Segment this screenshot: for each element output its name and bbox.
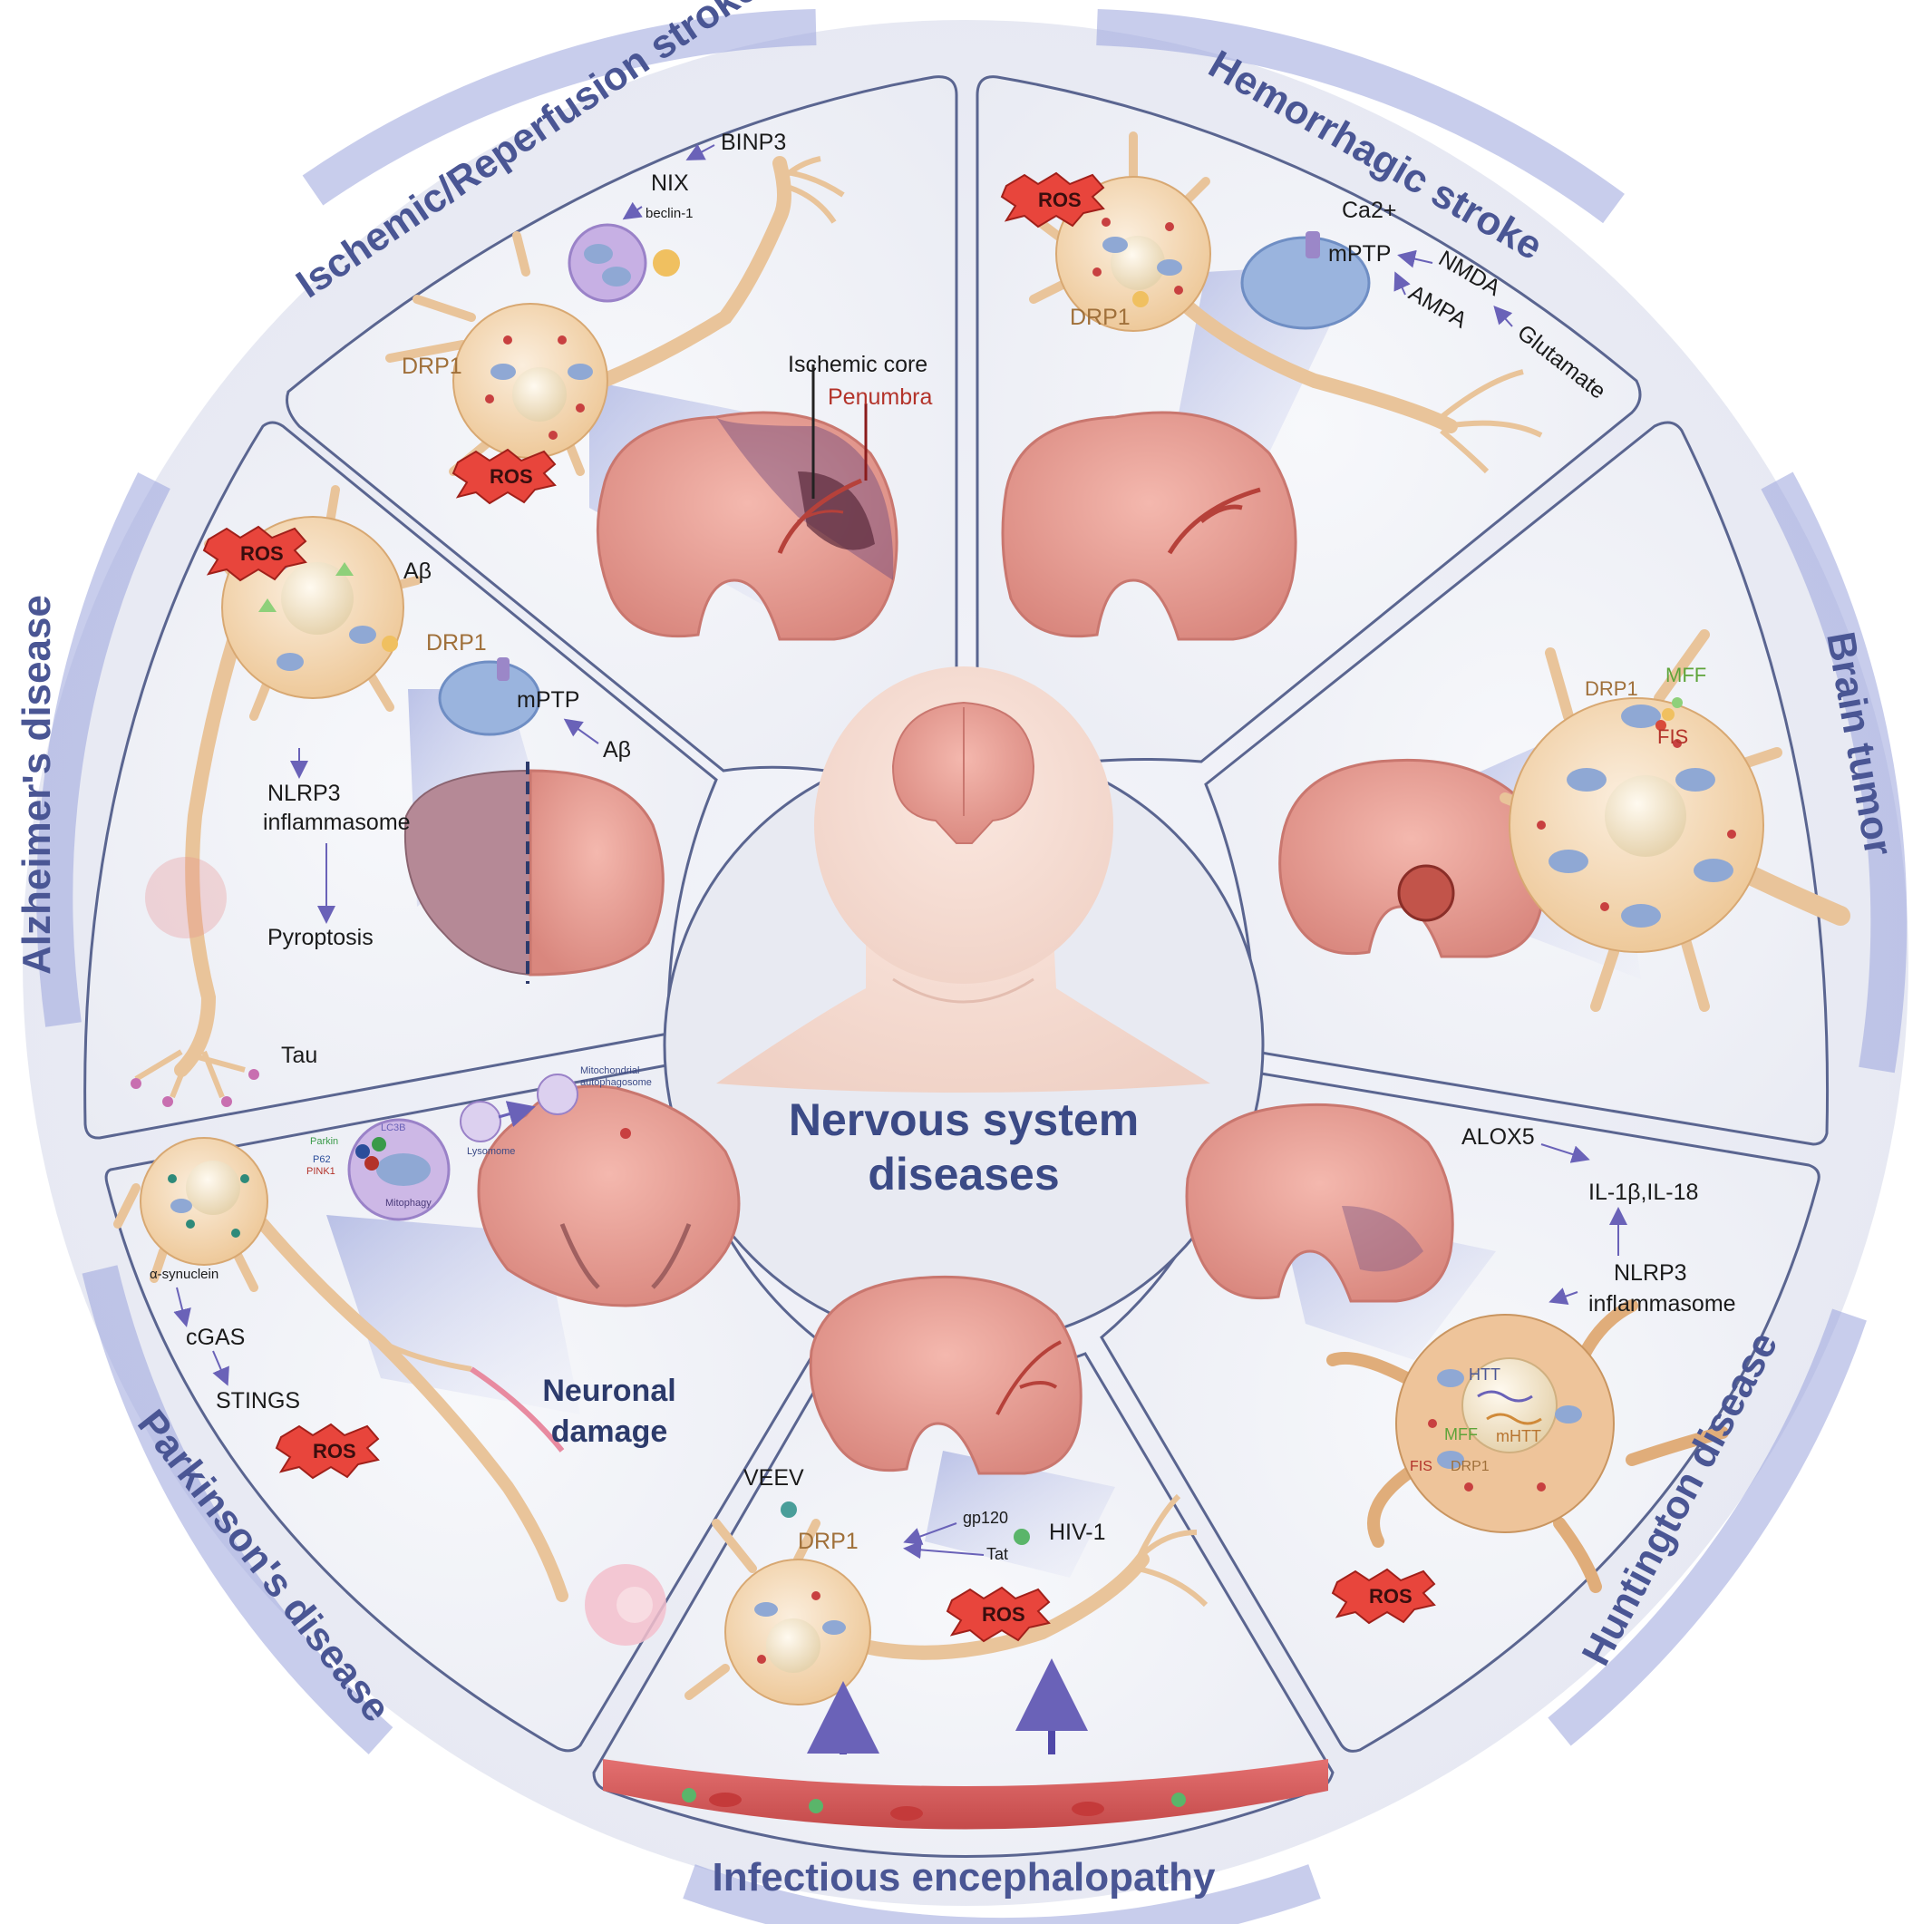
label-nlrp3: NLRP3 xyxy=(267,781,341,806)
label-mito-auto-2: autophagosome xyxy=(580,1077,652,1088)
label-htt: HTT xyxy=(1469,1365,1500,1384)
parkinson-content: Parkin LC3B P62 PINK1 Mitophagy Lysomome… xyxy=(113,1065,741,1646)
label-drp1: DRP1 xyxy=(798,1529,859,1554)
label-pink1: PINK1 xyxy=(306,1166,335,1177)
label-p62: P62 xyxy=(313,1154,331,1165)
infectious-neuron xyxy=(684,1493,1209,1754)
label-stings: STINGS xyxy=(216,1388,300,1414)
autophagosome xyxy=(568,223,680,303)
label-il: IL-1β,IL-18 xyxy=(1588,1180,1698,1205)
label-ca: Ca2+ xyxy=(1342,198,1396,223)
title-infectious: Infectious encephalopathy xyxy=(713,1855,1217,1900)
label-inflammasome: inflammasome xyxy=(263,810,411,835)
label-parkin: Parkin xyxy=(310,1136,338,1147)
ros-badge: ROS xyxy=(946,1586,1051,1643)
label-mhtt: mHTT xyxy=(1496,1427,1541,1445)
infectious-content: VEEV DRP1 gp120 Tat HIV-1 ROS xyxy=(603,1275,1328,1830)
svg-text:ROS: ROS xyxy=(313,1440,356,1462)
label-drp1: DRP1 xyxy=(1585,677,1638,700)
ischemic-brain xyxy=(596,411,898,641)
label-hiv: HIV-1 xyxy=(1049,1520,1106,1545)
hemorrhagic-neuron xyxy=(1029,131,1543,474)
huntington-neuron xyxy=(1326,1299,1729,1593)
label-binp3: BINP3 xyxy=(721,130,786,155)
center-title-line2: diseases xyxy=(868,1149,1059,1200)
alzheimer-content: ROS Aβ DRP1 mPTP Aβ NLRP3 inflammasome P… xyxy=(131,485,665,1107)
ros-badge: ROS xyxy=(1000,171,1105,228)
label-lysosome: Lysomome xyxy=(467,1146,515,1157)
label-mitophagy: Mitophagy xyxy=(385,1198,432,1209)
ros-badge: ROS xyxy=(1331,1568,1436,1625)
label-lc3b: LC3B xyxy=(381,1122,406,1133)
ros-badge: ROS xyxy=(202,525,307,582)
label-fis: FIS xyxy=(1657,725,1688,748)
label-tat: Tat xyxy=(986,1545,1008,1563)
svg-text:ROS: ROS xyxy=(1038,189,1082,211)
title-alzheimer: Alzheimer's disease xyxy=(15,595,59,975)
hemorrhagic-brain xyxy=(1001,411,1297,641)
label-drp1: DRP1 xyxy=(1451,1459,1490,1474)
label-gp120: gp120 xyxy=(963,1509,1008,1527)
label-cgas: cGAS xyxy=(186,1325,245,1350)
head-illustration xyxy=(716,666,1210,1093)
parkinson-neuron xyxy=(113,1137,666,1646)
label-tau: Tau xyxy=(281,1043,317,1068)
ischemic-content: BINP3 NIX beclin-1 DRP1 ROS Ischemic cor… xyxy=(385,130,932,641)
tumor-neuron xyxy=(1500,629,1850,1012)
label-inflammasome: inflammasome xyxy=(1588,1291,1736,1317)
mitochondrion xyxy=(1240,231,1371,330)
label-abeta-1: Aβ xyxy=(403,559,432,584)
ros-badge: ROS xyxy=(451,448,557,505)
tumor-brain xyxy=(1278,758,1545,958)
center-title-line1: Nervous system xyxy=(789,1094,1139,1145)
label-alox5: ALOX5 xyxy=(1461,1124,1535,1150)
label-nix: NIX xyxy=(651,170,689,196)
alzheimer-brain xyxy=(403,762,665,984)
mitochondrion xyxy=(438,657,541,736)
ischemic-neuron xyxy=(385,156,845,476)
label-drp1: DRP1 xyxy=(1070,305,1131,330)
svg-text:ROS: ROS xyxy=(490,465,533,488)
label-ischemic-core: Ischemic core xyxy=(788,352,927,377)
label-fis: FIS xyxy=(1410,1459,1432,1474)
label-mff: MFF xyxy=(1665,664,1706,686)
label-drp1: DRP1 xyxy=(426,630,487,656)
label-veev: VEEV xyxy=(743,1465,804,1491)
label-neuronal: Neuronal xyxy=(542,1374,675,1408)
mitophagy xyxy=(347,1074,578,1221)
label-mito-auto-1: Mitochondrial xyxy=(580,1065,639,1076)
blood-vessel xyxy=(603,1759,1328,1830)
label-mptp: mPTP xyxy=(1328,241,1391,267)
label-mff: MFF xyxy=(1444,1425,1478,1443)
svg-text:ROS: ROS xyxy=(1369,1585,1413,1608)
label-abeta-2: Aβ xyxy=(603,737,631,763)
label-penumbra: Penumbra xyxy=(828,384,932,410)
label-mptp: mPTP xyxy=(517,687,579,713)
huntington-content: ALOX5 IL-1β,IL-18 NLRP3 inflammasome HTT… xyxy=(1185,1103,1736,1625)
svg-text:ROS: ROS xyxy=(240,542,284,565)
label-pyroptosis: Pyroptosis xyxy=(267,925,374,950)
label-asyn: α-synuclein xyxy=(150,1267,218,1282)
svg-text:ROS: ROS xyxy=(982,1603,1025,1626)
label-nlrp3: NLRP3 xyxy=(1614,1260,1687,1286)
label-damage: damage xyxy=(551,1414,668,1449)
brainstem-section xyxy=(477,1084,741,1307)
tumor-content: DRP1 MFF FIS xyxy=(1278,629,1850,1012)
infectious-brain xyxy=(809,1275,1083,1475)
ros-badge: ROS xyxy=(275,1423,380,1480)
huntington-brain xyxy=(1185,1103,1454,1303)
hemorrhagic-content: ROS Ca2+ mPTP NMDA AMPA Glutamate DRP1 xyxy=(1000,131,1610,641)
label-beclin: beclin-1 xyxy=(646,206,694,221)
label-drp1: DRP1 xyxy=(402,354,462,379)
